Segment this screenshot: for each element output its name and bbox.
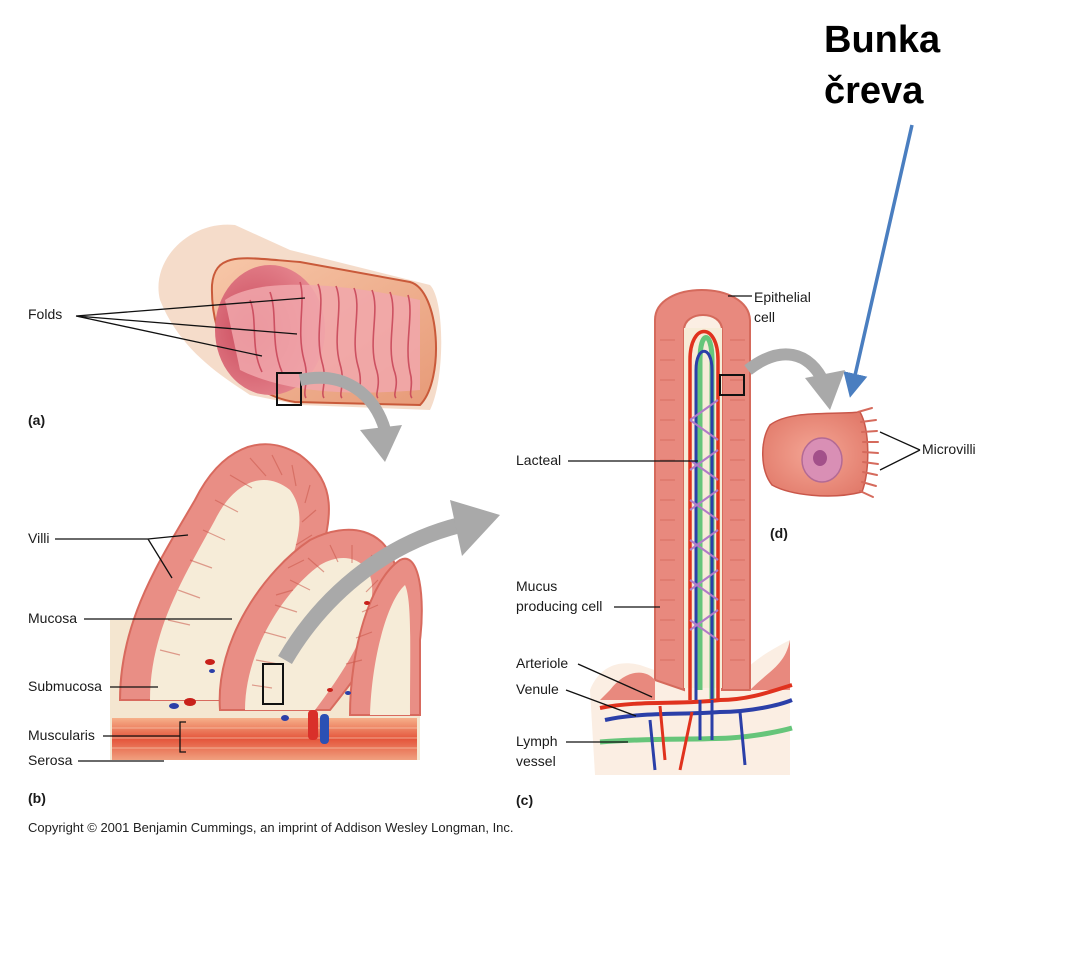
label-mucosa: Mucosa <box>28 610 77 626</box>
leader-microvilli <box>879 431 921 471</box>
label-lymph-line-1: Lymph <box>516 733 558 749</box>
panel-d-illustration <box>762 407 879 498</box>
label-mucus-line-1: Mucus <box>516 578 557 594</box>
label-serosa: Serosa <box>28 752 73 768</box>
panel-label-b: (b) <box>28 790 46 806</box>
leader-arteriole <box>577 663 653 698</box>
panel-b-illustration <box>110 443 500 760</box>
leader-muscularis <box>103 721 186 753</box>
leader-villi <box>55 534 189 579</box>
label-epithelial-line-1: Epithelial <box>754 289 811 305</box>
label-submucosa: Submucosa <box>28 678 102 694</box>
label-arteriole: Arteriole <box>516 655 568 671</box>
label-microvilli: Microvilli <box>922 441 976 457</box>
label-lymph-line-2: vessel <box>516 753 556 769</box>
title-line-1: Bunka <box>824 19 941 61</box>
label-muscularis: Muscularis <box>28 727 95 743</box>
panel-a-illustration <box>158 224 442 462</box>
label-villi: Villi <box>28 530 50 546</box>
label-mucus-line-2: producing cell <box>516 598 602 614</box>
pointer-arrow <box>843 124 914 398</box>
copyright-notice: Copyright © 2001 Benjamin Cummings, an i… <box>28 820 514 835</box>
label-folds: Folds <box>28 306 62 322</box>
label-epithelial-line-2: cell <box>754 309 775 325</box>
label-venule: Venule <box>516 681 559 697</box>
label-lacteal: Lacteal <box>516 452 561 468</box>
panel-c-illustration <box>590 289 845 775</box>
leader-folds <box>75 297 306 357</box>
leader-venule <box>565 689 637 717</box>
title-line-2: čreva <box>824 70 924 112</box>
panel-label-c: (c) <box>516 792 533 808</box>
panel-label-a: (a) <box>28 412 45 428</box>
panel-label-d: (d) <box>770 525 788 541</box>
